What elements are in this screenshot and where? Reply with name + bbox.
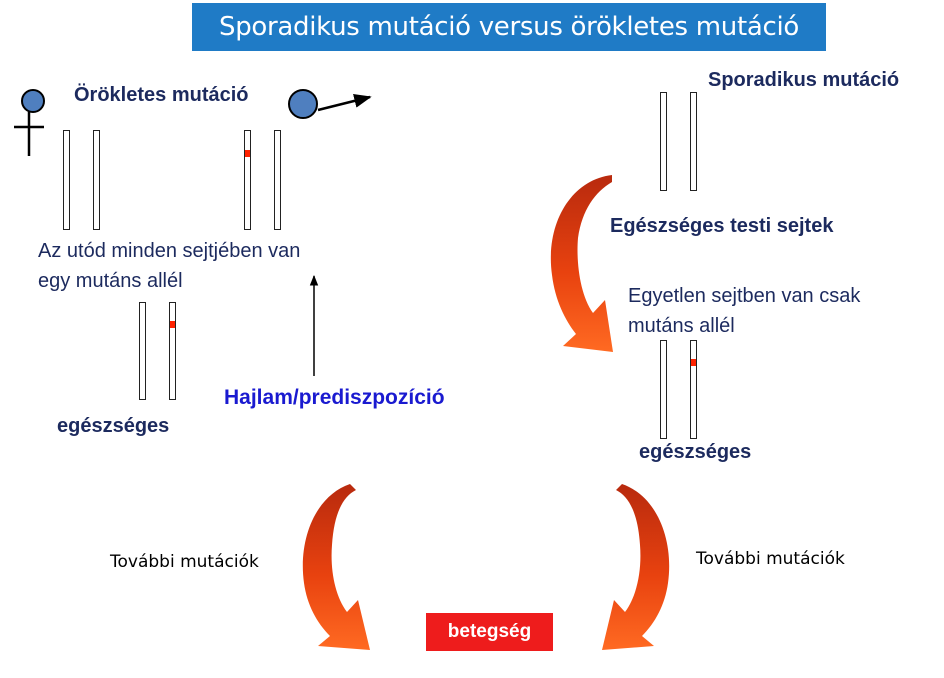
chromosome-mutant xyxy=(690,340,697,439)
offspring-text: Az utód minden sejtjében van egy mutáns … xyxy=(38,236,300,296)
disease-outcome-box: betegség xyxy=(426,613,553,651)
disease-outcome-label: betegség xyxy=(447,621,532,642)
chromosome xyxy=(660,340,667,439)
chromosome xyxy=(63,130,70,230)
chromosome xyxy=(139,302,146,400)
predisposition-label: Hajlam/prediszpozíció xyxy=(224,386,445,409)
healthy-somatic-label: Egészséges testi sejtek xyxy=(610,215,834,237)
curved-arrow-icon xyxy=(550,175,613,352)
healthy-label-left: egészséges xyxy=(57,415,170,437)
slide-title: Sporadikus mutáció versus örökletes mutá… xyxy=(192,3,826,51)
further-mutations-right: További mutációk xyxy=(696,549,845,569)
female-symbol-icon xyxy=(14,89,45,156)
healthy-label-right: egészséges xyxy=(639,441,752,463)
mutation-mark xyxy=(691,359,696,366)
chromosome xyxy=(274,130,281,230)
male-symbol-icon xyxy=(288,89,372,119)
offspring-text-line2: egy mutáns allél xyxy=(38,270,183,292)
chromosome xyxy=(93,130,100,230)
hereditary-heading: Örökletes mutáció xyxy=(74,84,249,106)
chromosome-mutant xyxy=(169,302,176,400)
single-cell-text: Egyetlen sejtben van csak mutáns allél xyxy=(628,281,860,341)
further-mutations-left: További mutációk xyxy=(110,552,259,572)
single-cell-text-line1: Egyetlen sejtben van csak xyxy=(628,285,861,307)
curved-arrow-icon xyxy=(602,484,670,650)
chromosome xyxy=(660,92,667,191)
mutation-mark xyxy=(245,150,250,157)
chromosome-mutant xyxy=(244,130,251,230)
offspring-text-line1: Az utód minden sejtjében van xyxy=(38,240,301,262)
curved-arrow-icon xyxy=(302,484,370,650)
sporadic-heading: Sporadikus mutáció xyxy=(708,69,900,91)
chromosome xyxy=(690,92,697,191)
single-cell-text-line2: mutáns allél xyxy=(628,315,735,337)
mutation-mark xyxy=(170,321,175,328)
